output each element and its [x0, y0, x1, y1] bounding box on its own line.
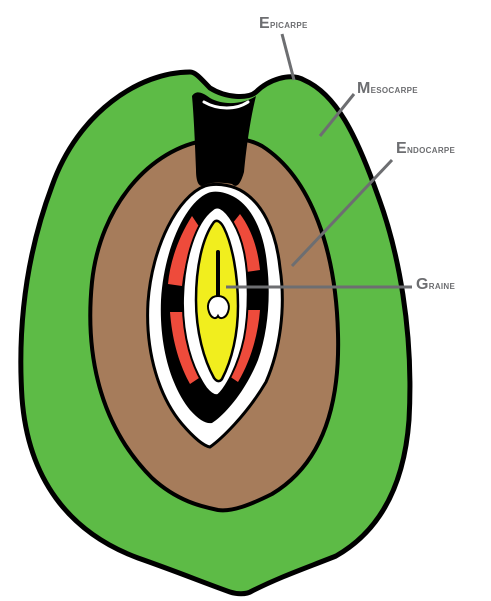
label-mesocarpe: Mesocarpe [357, 81, 418, 97]
label-endocarpe: Endocarpe [396, 141, 455, 157]
label-epicarpe: Epicarpe [259, 16, 308, 32]
label-graine: Graine [416, 277, 455, 293]
leader-line-epicarpe [282, 34, 294, 80]
embryo-cotyledons [208, 296, 229, 318]
